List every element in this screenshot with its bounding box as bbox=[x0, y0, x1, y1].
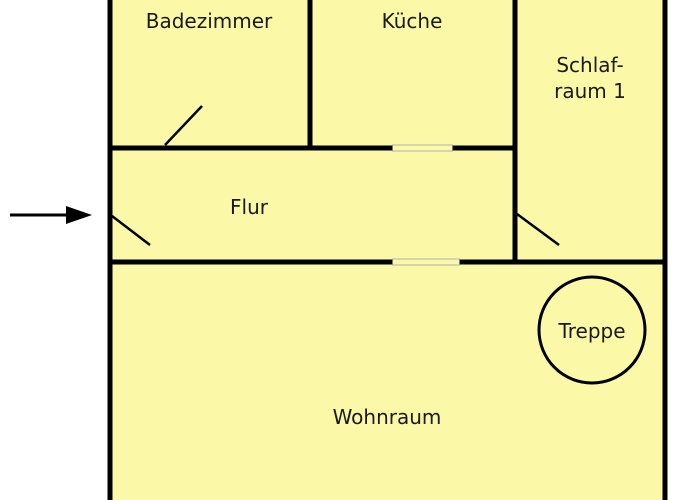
bathroom-door bbox=[164, 105, 203, 146]
label-bedroom-line2: raum 1 bbox=[554, 79, 626, 103]
label-bedroom-line1: Schlaf- bbox=[556, 53, 623, 77]
floor-area bbox=[110, 0, 665, 500]
label-hallway: Flur bbox=[230, 195, 269, 219]
stairs-circle bbox=[537, 275, 647, 385]
entrance-door bbox=[111, 215, 151, 246]
label-bathroom: Badezimmer bbox=[146, 9, 273, 33]
label-stairs: Treppe bbox=[557, 319, 625, 343]
bedroom-door bbox=[516, 212, 560, 247]
walls bbox=[107, 0, 668, 500]
label-kitchen: Küche bbox=[382, 9, 443, 33]
kitchen-opening bbox=[392, 144, 453, 152]
label-living-room: Wohnraum bbox=[333, 405, 442, 429]
living-room-opening bbox=[392, 258, 460, 266]
entrance-arrow-icon bbox=[10, 206, 92, 224]
